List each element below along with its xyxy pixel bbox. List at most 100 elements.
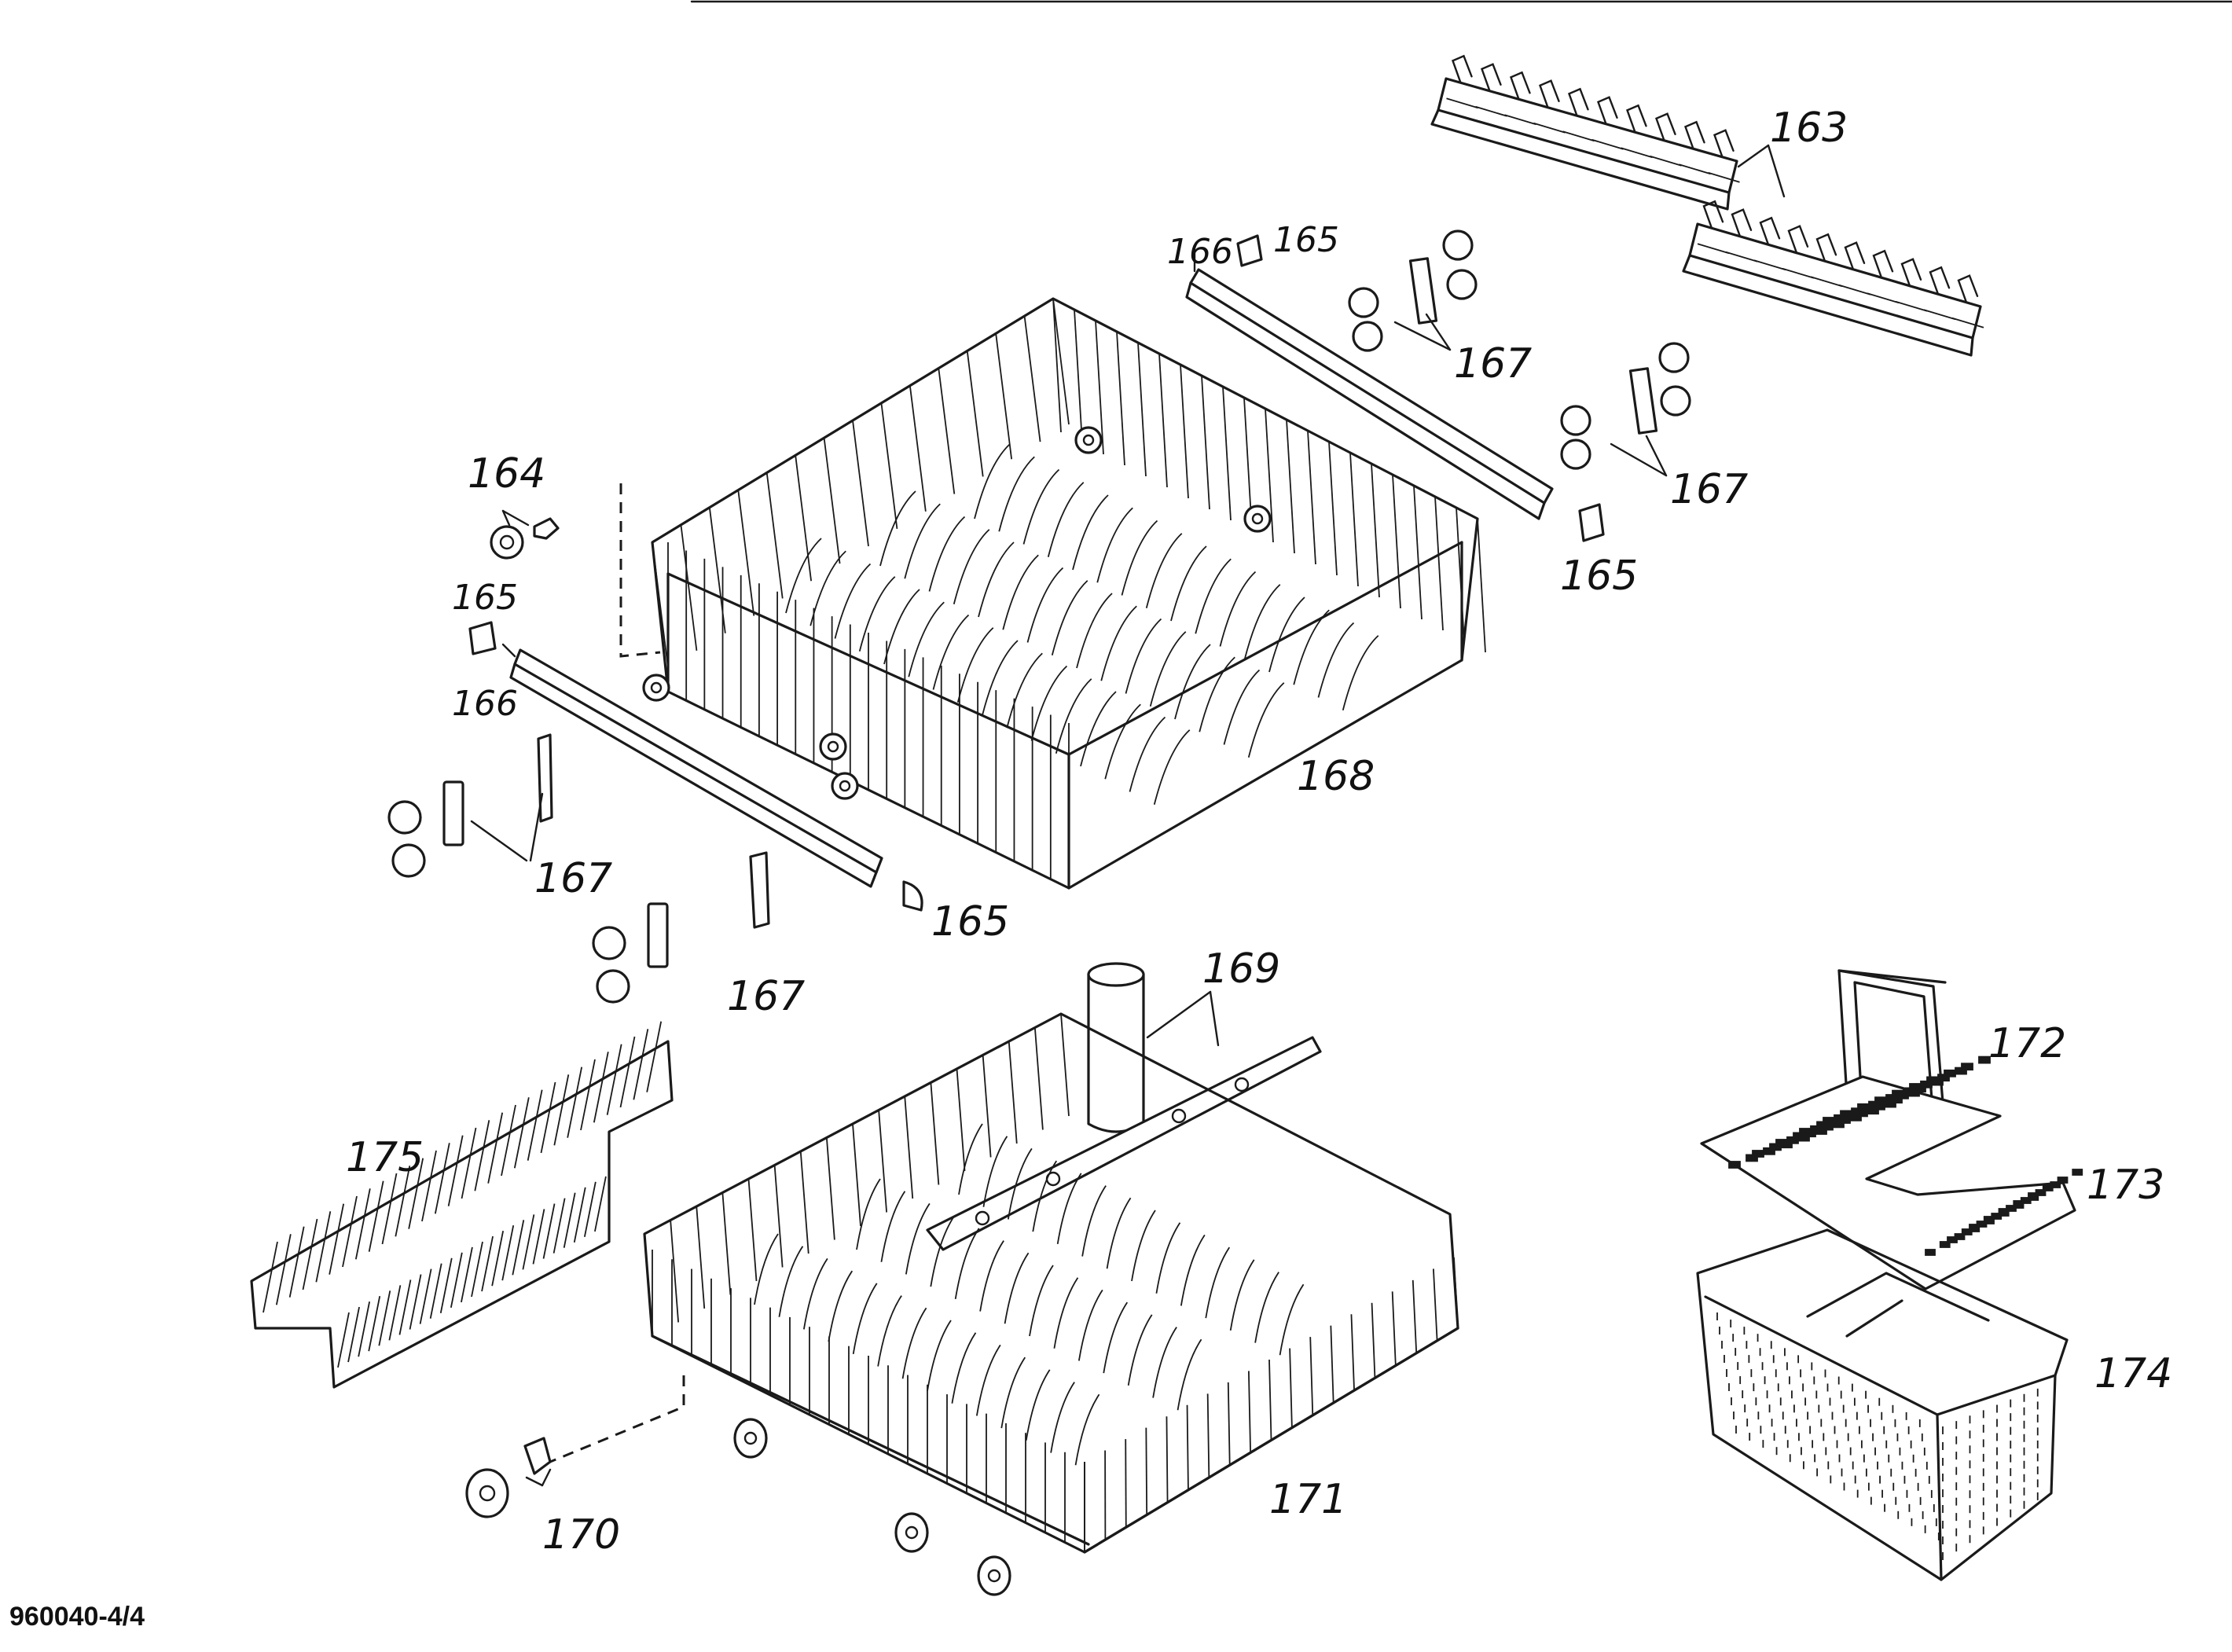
basket-wire: [747, 1178, 758, 1282]
lower-basket-dashed-guide: [549, 1375, 685, 1463]
basket-tine: [858, 576, 896, 652]
insert-tine: [606, 1044, 622, 1115]
basket-tine: [1096, 507, 1133, 583]
insert-tine: [315, 1211, 332, 1283]
part-165-end-cap-bottom: [902, 880, 923, 912]
basket-tine: [1002, 554, 1039, 630]
basket-tine: [928, 516, 966, 592]
lid-slot: [1978, 1055, 1991, 1064]
insert-tine: [450, 1252, 463, 1309]
rack-tooth: [1787, 225, 1809, 254]
basket-tine: [1342, 635, 1379, 710]
basket-tine: [908, 601, 945, 677]
basket-tine: [1050, 1382, 1075, 1453]
rack-slot: [1446, 97, 1478, 109]
basket-tine: [1032, 1160, 1058, 1232]
basket-wire: [1095, 320, 1104, 455]
basket-tine: [1293, 609, 1330, 685]
lid-slot: [1769, 1143, 1782, 1151]
lid-slot: [1925, 1249, 1936, 1256]
lid-slot: [1752, 1150, 1764, 1158]
rack-tooth: [1538, 79, 1560, 108]
lid-slot: [1799, 1128, 1812, 1136]
rack-slot: [1679, 163, 1711, 175]
basket-tine: [1055, 678, 1092, 754]
roller-wheel: [977, 1555, 1011, 1596]
insert-tine: [583, 1181, 597, 1238]
insert-tine: [542, 1203, 556, 1259]
insert-tine: [553, 1074, 570, 1146]
basket-tine: [1007, 1147, 1033, 1220]
lower-basket-rollers: [733, 1418, 1011, 1596]
basket-tine: [1205, 1246, 1231, 1319]
basket-tine: [1080, 691, 1117, 767]
basket-wire: [1023, 316, 1041, 442]
part-170-roller: [465, 1437, 552, 1518]
lid-slot: [2072, 1169, 2083, 1176]
insert-tine: [409, 1274, 422, 1330]
rack-slot: [1923, 309, 1956, 321]
label-168: 168: [1297, 753, 1375, 800]
basket-wire: [1392, 474, 1401, 609]
roller-hub: [839, 780, 851, 792]
lid-slot: [1816, 1121, 1829, 1129]
basket-tine: [1317, 622, 1355, 698]
basket-wire: [1309, 1337, 1314, 1415]
rack-tooth: [1844, 241, 1866, 270]
rack-slot: [1895, 300, 1928, 312]
insert-tine: [421, 1150, 437, 1222]
rack-slot: [1810, 276, 1843, 288]
lid-slot: [1874, 1096, 1887, 1105]
rack-slot: [1591, 138, 1624, 150]
insert-tine: [262, 1241, 278, 1313]
insert-tine: [552, 1198, 566, 1254]
basket-tine: [974, 443, 1011, 519]
roller-wheel: [894, 1512, 929, 1553]
basket-wire: [1330, 1325, 1334, 1404]
basket-tine: [1081, 1185, 1107, 1257]
label-166-left: 166: [452, 684, 518, 724]
basket-wire: [1201, 375, 1210, 510]
basket-wire: [1125, 1439, 1127, 1528]
lid-slot: [2057, 1177, 2069, 1184]
part-175-tine-insert: [250, 1021, 674, 1389]
basket-tine: [877, 1295, 902, 1367]
basket-tine: [1254, 1272, 1279, 1343]
insert-tine: [302, 1218, 318, 1290]
basket-tine: [1180, 1234, 1206, 1306]
basket-wire: [823, 438, 841, 564]
label-167-top-a: 167: [1454, 340, 1532, 387]
insert-tine: [378, 1290, 391, 1346]
basket-tine: [1106, 1197, 1132, 1269]
basket-tine: [954, 1228, 980, 1300]
upper-basket-dashed-guide: [619, 483, 661, 658]
cutlery-basket-mesh: [1716, 1312, 2039, 1560]
lid-slot: [1728, 1161, 1741, 1169]
basket-tine: [1029, 1265, 1054, 1337]
part-174-cutlery-basket: [1696, 1228, 2069, 1581]
lid-slot: [1775, 1139, 1788, 1147]
basket-tine: [1100, 605, 1137, 681]
basket-tine: [1026, 567, 1064, 643]
lid-slot: [1909, 1083, 1922, 1091]
basket-wire: [1033, 1027, 1044, 1130]
label-171: 171: [1269, 1476, 1347, 1523]
insert-tine: [347, 1306, 360, 1363]
basket-tine: [1145, 533, 1183, 608]
rack-slot: [1867, 292, 1900, 304]
label-165-bottom: 165: [931, 898, 1009, 945]
basket-tine: [904, 503, 941, 579]
basket-wire: [680, 524, 698, 651]
insert-tine: [491, 1230, 505, 1287]
insert-tine: [619, 1036, 636, 1108]
basket-tine: [1199, 656, 1235, 732]
rack-tooth: [1702, 200, 1724, 229]
basket-tine: [1153, 729, 1191, 805]
roller-wheel: [819, 732, 847, 761]
label-167-left-b: 167: [727, 973, 805, 1020]
insert-tine: [646, 1021, 663, 1092]
insert-tine: [512, 1220, 525, 1276]
basket-wire: [1247, 1371, 1252, 1453]
roller-hub: [1082, 434, 1095, 446]
rack-slot: [1753, 259, 1786, 271]
